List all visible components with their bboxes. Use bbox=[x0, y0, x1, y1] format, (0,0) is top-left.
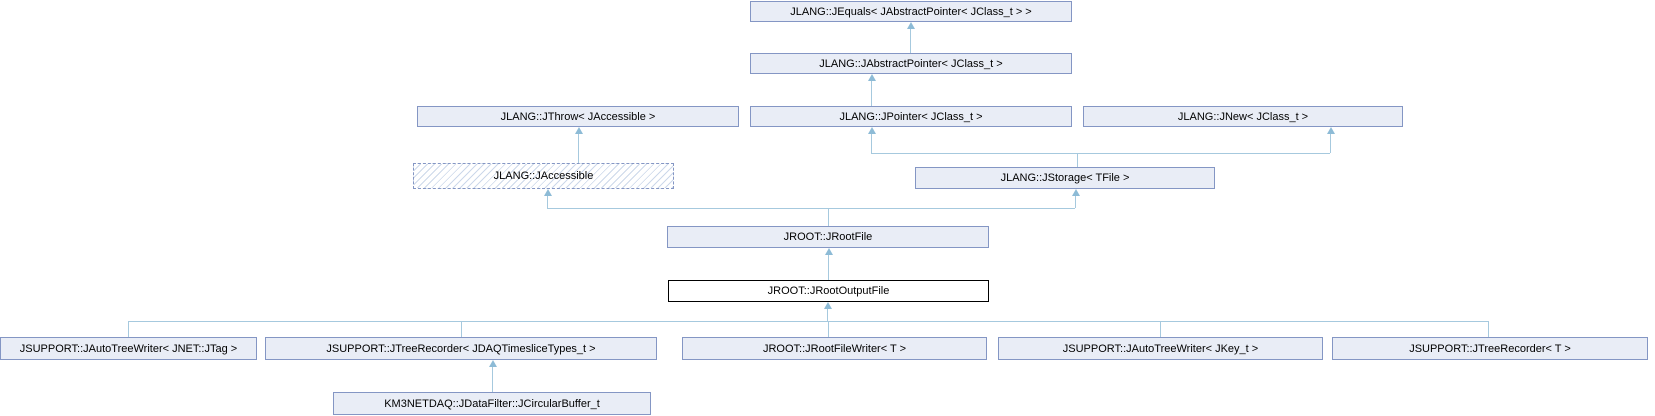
inheritance-arrow-up-icon bbox=[575, 127, 583, 134]
class-node-jlang-jnew[interactable]: JLANG::JNew< JClass_t > bbox=[1083, 106, 1403, 127]
inheritance-edge-line bbox=[1488, 321, 1489, 337]
class-node-jroot-jrootfilewriter[interactable]: JROOT::JRootFileWriter< T > bbox=[682, 337, 987, 360]
class-node-jlang-jabstractpointer[interactable]: JLANG::JAbstractPointer< JClass_t > bbox=[750, 53, 1072, 74]
inheritance-edge-line bbox=[828, 321, 829, 337]
inheritance-arrow-up-icon bbox=[1327, 127, 1335, 134]
inheritance-arrow-up-icon bbox=[868, 74, 876, 81]
class-node-jlang-jthrow[interactable]: JLANG::JThrow< JAccessible > bbox=[417, 106, 739, 127]
inheritance-arrow-up-icon bbox=[868, 127, 876, 134]
inheritance-edge-line bbox=[871, 153, 1330, 154]
inheritance-arrow-up-icon bbox=[544, 189, 552, 196]
inheritance-arrow-up-icon bbox=[825, 248, 833, 255]
class-node-jlang-jequals[interactable]: JLANG::JEquals< JAbstractPointer< JClass… bbox=[750, 1, 1072, 22]
inheritance-edge-line bbox=[827, 309, 828, 321]
class-node-jlang-jpointer[interactable]: JLANG::JPointer< JClass_t > bbox=[750, 106, 1072, 127]
class-node-jsupport-jtreerecorder-jdaqtimeslice[interactable]: JSUPPORT::JTreeRecorder< JDAQTimesliceTy… bbox=[265, 337, 657, 360]
inheritance-arrow-up-icon bbox=[907, 22, 915, 29]
inheritance-edge-line bbox=[910, 29, 911, 53]
inheritance-edge-line bbox=[1330, 134, 1331, 153]
inheritance-edge-line bbox=[828, 208, 829, 226]
class-node-km3netdaq-jdatafilter-jcircularbuffer[interactable]: KM3NETDAQ::JDataFilter::JCircularBuffer_… bbox=[333, 392, 651, 415]
inheritance-arrow-up-icon bbox=[489, 360, 497, 367]
class-node-jsupport-jtreerecorder-t[interactable]: JSUPPORT::JTreeRecorder< T > bbox=[1332, 337, 1648, 360]
class-node-jroot-jrootfile[interactable]: JROOT::JRootFile bbox=[667, 226, 989, 248]
inheritance-edge-line bbox=[492, 367, 493, 392]
class-node-jsupport-jautotreewriter-jkey[interactable]: JSUPPORT::JAutoTreeWriter< JKey_t > bbox=[998, 337, 1323, 360]
inheritance-edge-line bbox=[828, 255, 829, 280]
inheritance-edge-line bbox=[1075, 196, 1076, 208]
inheritance-edge-line bbox=[547, 196, 548, 208]
inheritance-arrow-up-icon bbox=[824, 302, 832, 309]
inheritance-edge-line bbox=[128, 321, 1488, 322]
inheritance-edge-line bbox=[871, 134, 872, 153]
class-node-jroot-jrootoutputfile: JROOT::JRootOutputFile bbox=[668, 280, 989, 302]
inheritance-arrow-up-icon bbox=[1072, 189, 1080, 196]
class-node-jlang-jaccessible[interactable]: JLANG::JAccessible bbox=[413, 163, 674, 189]
inheritance-edge-line bbox=[1160, 321, 1161, 337]
class-node-jsupport-jautotreewriter-jnet-jtag[interactable]: JSUPPORT::JAutoTreeWriter< JNET::JTag > bbox=[0, 337, 257, 360]
class-node-jlang-jstorage[interactable]: JLANG::JStorage< TFile > bbox=[915, 167, 1215, 189]
inheritance-edge-line bbox=[128, 321, 129, 337]
inheritance-edge-line bbox=[578, 134, 579, 163]
inheritance-edge-line bbox=[871, 81, 872, 106]
inheritance-edge-line bbox=[1077, 153, 1078, 167]
inheritance-edge-line bbox=[461, 321, 462, 337]
inheritance-edge-line bbox=[547, 208, 1075, 209]
